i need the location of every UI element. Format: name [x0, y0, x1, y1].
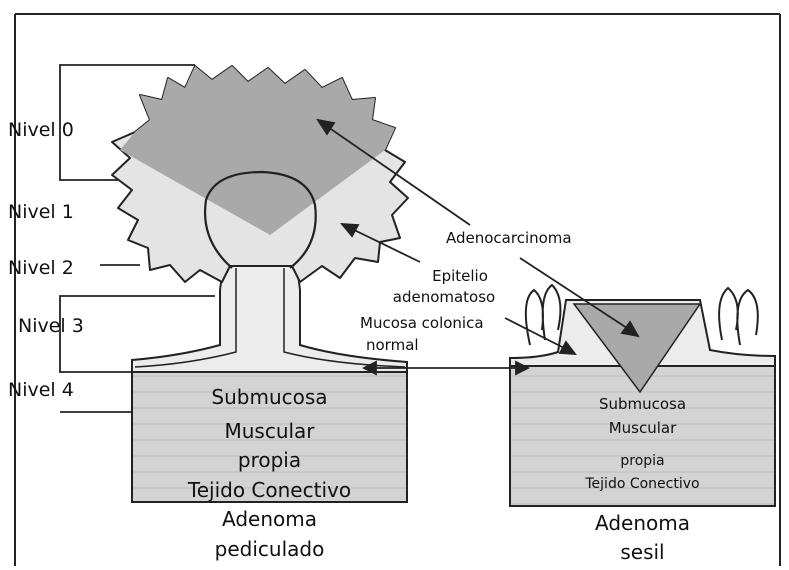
pediculado-muscular-label: Muscular [132, 420, 407, 443]
sesil-muscular-label: Muscular [510, 420, 775, 437]
sesil-submucosa-label: Submucosa [510, 396, 775, 413]
pediculado-tejido-label: Tejido Conectivo [132, 479, 407, 502]
adenocarcinoma-label: Adenocarcinoma [446, 230, 572, 247]
pediculado-caption-line2: pediculado [132, 538, 407, 561]
sesil-tejido-label: Tejido Conectivo [510, 476, 775, 492]
level-4-label: Nivel 4 [8, 380, 74, 402]
mucosa-label-line1: Mucosa colonica [360, 315, 484, 332]
pediculado-propia-label: propia [132, 449, 407, 472]
level-1-label: Nivel 1 [8, 202, 74, 224]
epitelio-label-line2: adenomatoso [374, 289, 514, 306]
level-3-label: Nivel 3 [18, 316, 84, 338]
sesil-caption-line1: Adenoma [510, 512, 775, 535]
sesil-propia-label: propia [510, 453, 775, 469]
level-2-label: Nivel 2 [8, 258, 74, 280]
pediculado-submucosa-label: Submucosa [132, 386, 407, 409]
mucosa-label-line2: normal [366, 337, 419, 354]
level-0-label: Nivel 0 [8, 120, 74, 142]
pediculado-caption-line1: Adenoma [132, 508, 407, 531]
epitelio-label-line1: Epitelio [420, 268, 500, 285]
sesil-caption-line2: sesil [510, 541, 775, 564]
